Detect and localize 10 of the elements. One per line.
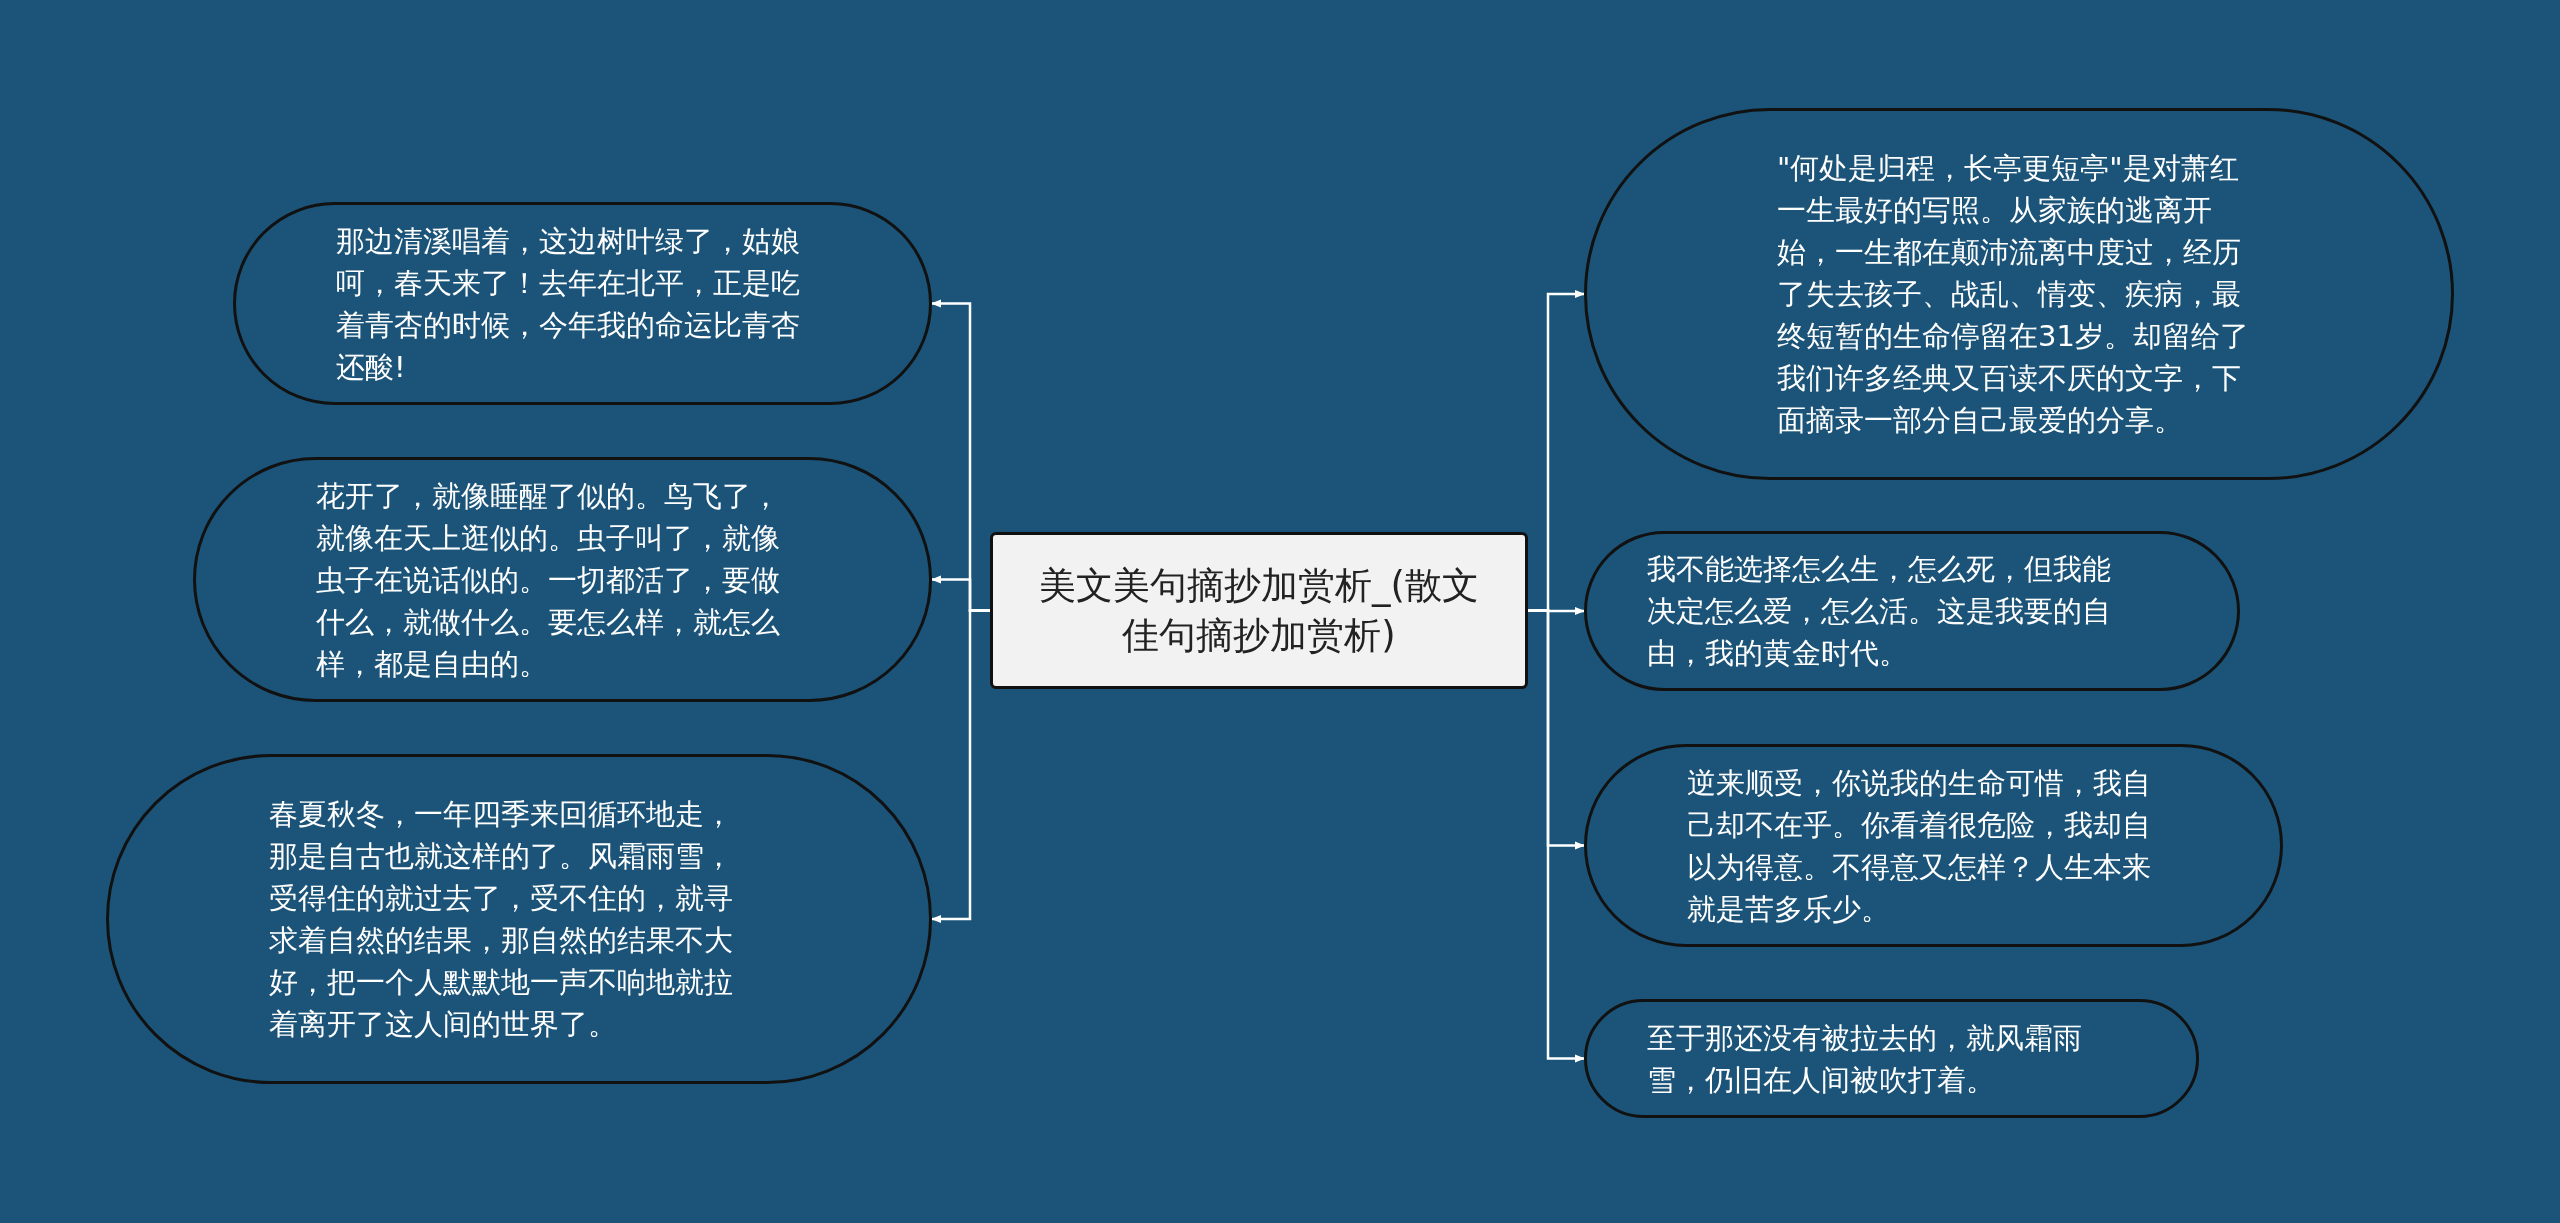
arrow xyxy=(931,609,990,923)
quote-text: 逆来顺受，你说我的生命可惜，我自己却不在乎。你看着很危险，我却自以为得意。不得意又怎样？人生本来就是苦多乐少。 xyxy=(1687,764,2152,928)
topic-box xyxy=(990,532,1528,689)
quote-text: 我不能选择怎么生，怎么死，但我能决定怎么爱，怎么活。这是我要的自由，我的黄金时代。 xyxy=(1647,551,2112,672)
quote-text: 那边清溪唱着，这边树叶绿了，姑娘呵，春天来了！去年在北平，正是吃着青杏的时候，今年我的命运比青杏还酸! xyxy=(336,222,801,386)
quote-text: 至于那还没有被拉去的，就风霜雨雪，仍旧在人间被吹打着。 xyxy=(1647,1019,2083,1099)
quote-text: 花开了，就像睡醒了似的。鸟飞了，就像在天上逛似的。虫子叫了，就像虫子在说话似的。一切都活了，要做什么，就做什么。要怎么样，就怎么样，都是自由的。 xyxy=(316,477,781,683)
quote-text: "何处是归程，长亭更短亭"是对萧红一生最好的写照。从家族的逃离开始，一生都在颠沛流离中度过，经历了失去孩子、战乱、情变、疾病，最终短暂的生命停留在31岁。却留给了我们许多经典又百读不厌的文字，下面摘录一部分自己最爱的分享。 xyxy=(1777,150,2250,439)
quote-text: 春夏秋冬，一年四季来回循环地走，那是自古也就这样的了。风霜雨雪，受得住的就过去了，受不住的，就寻求着自然的结果，那自然的结果不大好，把一个人默默地一声不响地就拉着离开了这人间的世界了。 xyxy=(269,796,734,1043)
topic-text: 美文美句摘抄加赏析_(散文佳句摘抄加赏析) xyxy=(1038,562,1480,659)
